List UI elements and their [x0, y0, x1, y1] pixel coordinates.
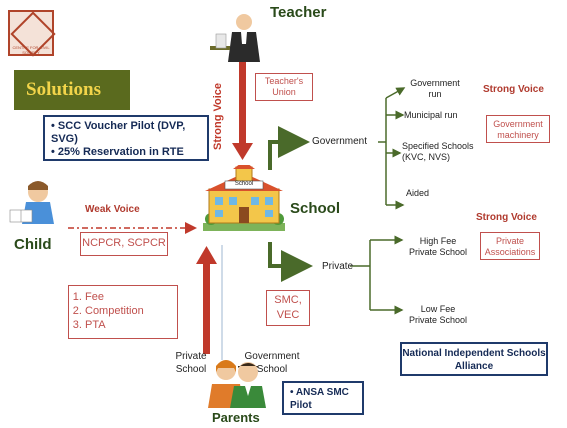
child-figure-icon — [9, 181, 54, 224]
private-arrow — [268, 242, 313, 282]
teacher-arrow-head — [232, 143, 253, 160]
logo-text: CENTRE FOR CIVIL SOCIETY — [12, 45, 50, 55]
government-item: Aided — [406, 188, 430, 198]
teacher-strong-voice: Strong Voice — [212, 82, 224, 150]
government-school-label: Government School — [244, 351, 300, 375]
government-item: Municipal run — [404, 110, 458, 120]
parents-title: Parents — [212, 410, 260, 425]
teacher-title: Teacher — [270, 4, 327, 21]
teachers-union-box: Teacher's Union — [255, 73, 313, 101]
teacher-figure-icon — [210, 14, 260, 62]
smc-vec-box: SMC, VEC — [266, 290, 310, 326]
teacher-arrow-shaft — [239, 60, 246, 145]
government-item: Government run — [410, 78, 460, 99]
school-title: School — [290, 200, 341, 217]
ansa-smc-box: • ANSA SMC Pilot — [282, 381, 364, 415]
parents-arrow-shaft — [203, 262, 210, 354]
child-title: Child — [14, 236, 52, 253]
solutions-item: • 25% Reservation in RTE — [51, 146, 184, 158]
private-item: High Fee Private School — [408, 236, 468, 257]
private-associations-box: Private Associations — [480, 232, 540, 260]
parents-list-item: Competition — [85, 304, 177, 318]
solutions-box: • SCC Voucher Pilot (DVP, SVG) • 25% Res… — [43, 115, 209, 161]
government-label: Government — [312, 136, 368, 147]
parents-arrow-head — [196, 246, 217, 264]
government-item: Specified Schools (KVC, NVS) — [402, 141, 474, 162]
private-strong-voice: Strong Voice — [476, 212, 537, 223]
weak-voice-label: Weak Voice — [85, 204, 140, 215]
ncpcr-box: NCPCR, SCPCR — [80, 232, 168, 256]
national-alliance-box: National Independent Schools Alliance — [400, 342, 548, 376]
ccs-logo: CENTRE FOR CIVIL SOCIETY — [8, 10, 56, 57]
school-building-icon — [203, 165, 285, 231]
solutions-label: Solutions — [14, 70, 130, 110]
school-sign: School — [234, 181, 254, 187]
parents-figure-icon — [208, 360, 266, 408]
government-machinery-box: Government machinery — [486, 115, 550, 143]
parents-list-item: PTA — [85, 318, 177, 332]
solutions-item: • SCC Voucher Pilot (DVP, SVG) — [51, 120, 186, 145]
government-arrow — [268, 126, 310, 170]
private-school-label: Private School — [175, 351, 207, 375]
parents-list-item: Fee — [85, 290, 177, 304]
government-strong-voice: Strong Voice — [483, 84, 544, 95]
parents-list-box: Fee Competition PTA — [68, 285, 178, 339]
private-label: Private — [322, 261, 354, 272]
private-item: Low Fee Private School — [408, 304, 468, 325]
